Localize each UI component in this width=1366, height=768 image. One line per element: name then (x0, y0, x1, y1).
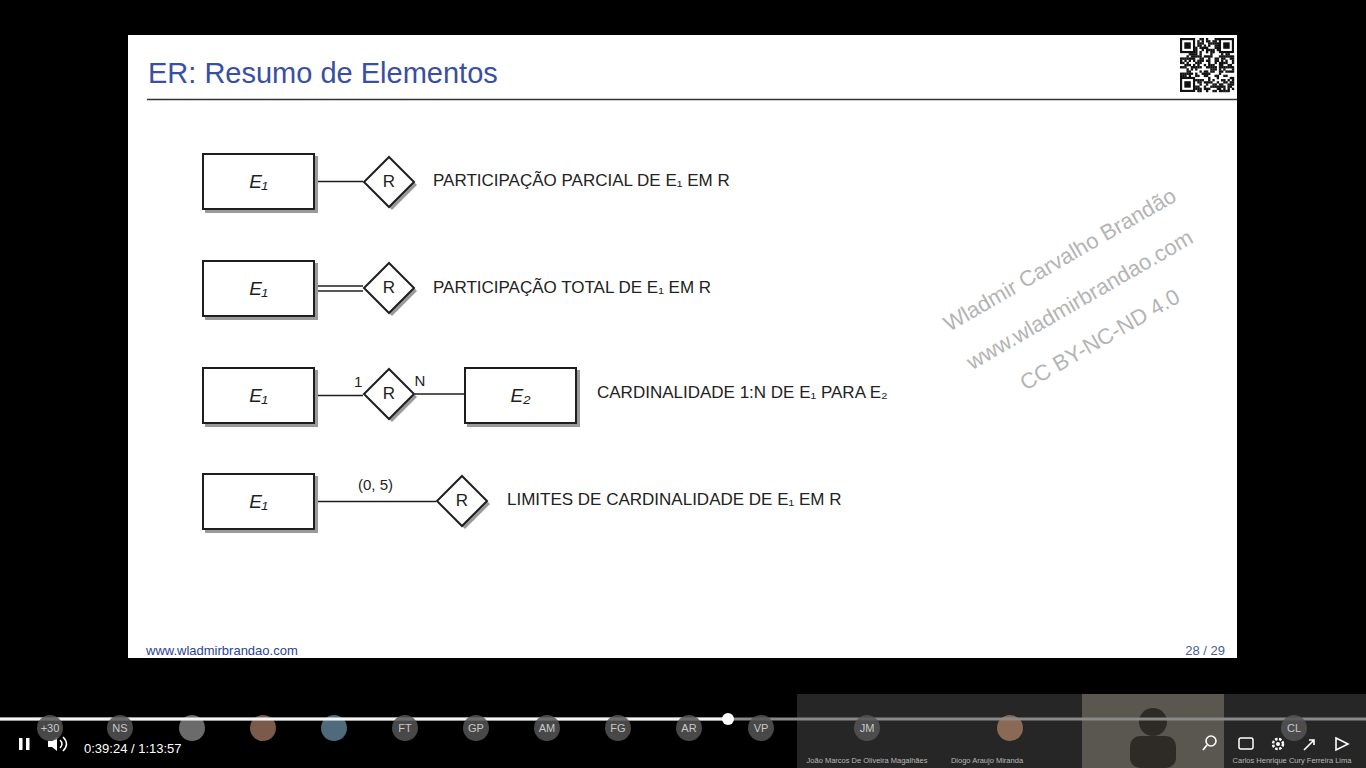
element-description: CARDINALIDADE 1:N DE E₁ PARA E₂ (597, 383, 888, 403)
settings-icon (1273, 739, 1283, 749)
entity-name: E₁ (249, 171, 268, 193)
share-icon (1336, 738, 1348, 750)
entity-name: E₁ (249, 491, 268, 513)
webcam-person (1130, 736, 1176, 768)
relationship-name: R (383, 278, 395, 298)
entity-name: E₁ (249, 278, 268, 300)
element-description: PARTICIPAÇÃO PARCIAL DE E₁ EM R (433, 171, 730, 191)
element-description: PARTICIPAÇÃO TOTAL DE E₁ EM R (433, 278, 711, 298)
entity-box: E₁ (202, 153, 315, 210)
element-description: LIMITES DE CARDINALIDADE DE E₁ EM R (507, 490, 841, 510)
entity-box: E₁ (202, 260, 315, 317)
entity-name: E₂ (511, 385, 531, 407)
participant-initials: AM (534, 715, 560, 741)
entity-box: E₁ (202, 367, 315, 424)
participants-panel (797, 694, 1366, 768)
participant-initials: CL (1281, 715, 1307, 741)
entity-box: E₁ (202, 473, 315, 530)
relationship-name: R (383, 384, 395, 404)
webcam-thumbnail (1082, 694, 1224, 768)
search-icon (1206, 736, 1216, 746)
connector-line (315, 501, 436, 502)
participant-initials: FG (605, 715, 631, 741)
participant-initials: +30 (37, 715, 63, 741)
footer-url: www.wladmirbrandao.com (146, 643, 298, 658)
entity-box: E₂ (464, 367, 577, 424)
webcam-person (1139, 708, 1167, 736)
relationship-diamond: R (363, 262, 415, 314)
entity-name: E₁ (249, 385, 268, 407)
connector-line (415, 394, 464, 395)
relationship-name: R (456, 491, 468, 511)
participant-initials: VP (748, 715, 774, 741)
slide-number: 28 / 29 (1185, 643, 1225, 658)
pause-icon (19, 738, 23, 750)
participant-initials: FT (392, 715, 418, 741)
connector-line (315, 395, 363, 396)
participant-name: Carlos Henrique Cury Ferreira Lima (1233, 756, 1352, 765)
title-rule (147, 99, 1237, 101)
pause-icon (26, 738, 30, 750)
relationship-diamond: R (363, 368, 415, 420)
relationship-name: R (383, 172, 395, 192)
video-time: 0:39:24 / 1:13:57 (84, 741, 182, 756)
relationship-diamond: R (436, 475, 488, 527)
slide (128, 35, 1237, 658)
slide-title: ER: Resumo de Elementos (148, 57, 498, 90)
search-icon (1203, 745, 1207, 750)
relationship-diamond: R (363, 156, 415, 208)
participant-initials: NS (107, 715, 133, 741)
captions-icon (1239, 738, 1253, 749)
qr-code (1180, 38, 1234, 92)
total-participation-line (315, 286, 363, 291)
popout-icon (1304, 740, 1314, 750)
cardinality-label: (0, 5) (356, 476, 395, 493)
cardinality-label: N (412, 372, 427, 389)
participant-initials: JM (854, 715, 880, 741)
connector-line (315, 181, 363, 182)
participant-initials: AR (676, 715, 702, 741)
participant-initials: GP (463, 715, 489, 741)
volume-icon (60, 737, 67, 751)
settings-icon (1276, 742, 1280, 746)
participant-name: João Marcos De Oliveira Magalhães (807, 756, 928, 765)
cardinality-label: 1 (352, 373, 364, 390)
participant-name: Diogo Araujo Miranda (951, 756, 1023, 765)
progress-knob (722, 713, 734, 725)
